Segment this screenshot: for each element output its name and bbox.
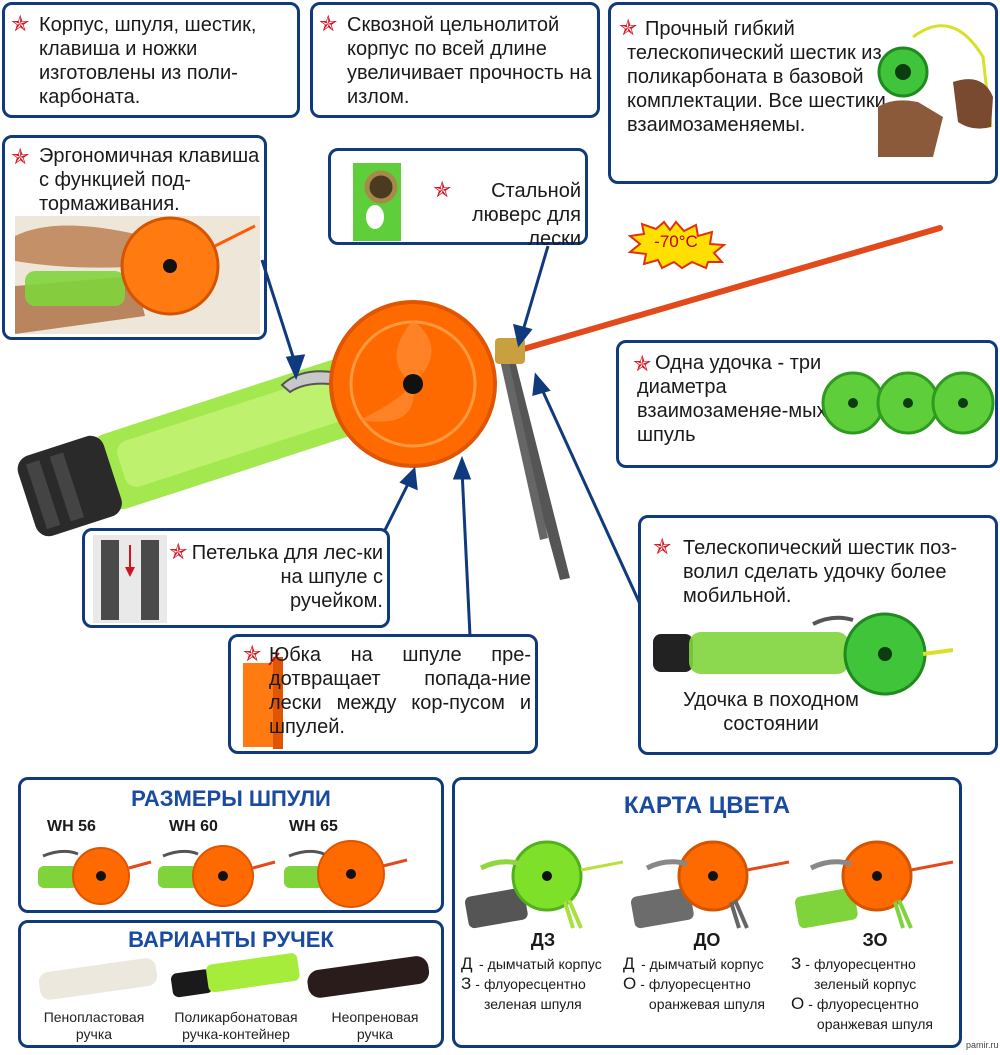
variant-code-do: ДО [693, 930, 721, 950]
temperature-badge [627, 220, 727, 270]
variant-reel-zo [794, 840, 954, 929]
size-label-3: WH 65 [289, 818, 338, 835]
variant-legend-do: Д-дымчатый корпус О-флуоресцентно оранже… [623, 954, 765, 1012]
color-map-title: КАРТА ЦВЕТА [623, 792, 791, 819]
skirt-photo [243, 652, 283, 749]
star-icon: ✯ [11, 144, 30, 169]
variant-legend-zo: З-флуоресцентно зеленый корпус О-флуорес… [791, 954, 933, 1032]
spool-sizes-title: РАЗМЕРЫ ШПУЛИ [131, 786, 331, 811]
callout-telescopic-text: Телескопический шестик поз-волил сделать… [683, 537, 958, 607]
eyelet-photo [353, 163, 401, 241]
container-handle-image [171, 953, 300, 998]
callout-spools-text: Одна удочка - три диаметра взаимозаменяе… [637, 352, 827, 446]
callout-brake: ✯ Эргономичная клавиша с функцией под-то… [2, 135, 267, 340]
fishing-rod-illustration [17, 225, 943, 637]
star-icon: ✯ [433, 177, 452, 202]
callout-rod-text: Прочный гибкий телескопический шестик из… [627, 18, 886, 136]
callout-eyelet-text: Стальной люверс для лески [471, 180, 581, 250]
rod-hands-photo [877, 24, 993, 157]
star-icon: ✯ [619, 15, 638, 40]
spool-sizes-panel: РАЗМЕРЫ ШПУЛИ WH 56 WH 60 WH 65 [18, 777, 444, 913]
size-reel-1 [38, 847, 152, 905]
size-reel-2 [158, 845, 276, 907]
temperature-label: -70°С [654, 232, 698, 251]
handle-caption-2: Поликарбонатовая ручка-контейнер [174, 1009, 298, 1042]
handle-variants-panel: ВАРИАНТЫ РУЧЕК Пенопластовая ручка Полик… [18, 920, 444, 1048]
star-icon: ✯ [633, 351, 652, 376]
color-map-panel: КАРТА ЦВЕТА ДЗ ДО ЗО Д-дымчатый корпус З… [452, 777, 962, 1048]
callout-rod: ✯ Прочный гибкий телескопический шестик … [608, 2, 998, 184]
callout-skirt: ✯ Юбка на шпуле пре-дотвращает попада-ни… [228, 634, 538, 754]
callout-eyelet: ✯ Стальной люверс для лески [328, 148, 588, 250]
foam-handle-image [38, 958, 158, 1000]
callout-material: ✯ Корпус, шпуля, шестик, клавиша и ножки… [2, 2, 300, 118]
callout-body: ✯ Сквозной цельнолитой корпус по всей дл… [310, 2, 600, 118]
star-icon: ✯ [243, 641, 262, 666]
size-reel-3 [284, 840, 408, 908]
handle-caption-1: Пенопластовая ручка [43, 1009, 145, 1042]
callout-material-text: Корпус, шпуля, шестик, клавиша и ножки и… [39, 14, 257, 108]
neoprene-handle-image [307, 956, 430, 998]
watermark: pamir.ru [966, 1040, 999, 1050]
variant-reel-dz [464, 840, 624, 929]
size-label-2: WH 60 [169, 818, 218, 835]
loop-photo [93, 535, 167, 623]
handle-caption-3: Неопреновая ручка [331, 1009, 419, 1042]
brake-finger-photo [15, 216, 260, 334]
variant-code-zo: ЗО [862, 930, 888, 950]
callout-brake-text: Эргономичная клавиша с функцией под-торм… [39, 145, 260, 215]
handle-variants-title: ВАРИАНТЫ РУЧЕК [128, 927, 334, 952]
callout-telescopic: ✯ Телескопический шестик поз-волил сдела… [638, 515, 998, 755]
star-icon: ✯ [653, 534, 672, 559]
callout-body-text: Сквозной цельнолитой корпус по всей длин… [347, 14, 592, 108]
star-icon: ✯ [169, 539, 188, 564]
variant-reel-do [630, 840, 790, 929]
variant-legend-dz: Д-дымчатый корпус З-флуоресцентно зелена… [461, 954, 602, 1012]
callout-loop-text: Петелька для лес-ки на шпуле с ручейком. [191, 542, 383, 612]
travel-rod-photo [653, 612, 954, 696]
star-icon: ✯ [319, 11, 338, 36]
callout-spools: ✯ Одна удочка - три диаметра взаимозамен… [616, 340, 998, 468]
size-label-1: WH 56 [47, 818, 96, 835]
callout-skirt-text: Юбка на шпуле пре-дотвращает попада-ние … [269, 644, 531, 738]
variant-code-dz: ДЗ [530, 930, 556, 950]
travel-caption: Удочка в походном состоянии [683, 689, 859, 735]
three-spools-photo [821, 371, 995, 435]
callout-loop: ✯ Петелька для лес-ки на шпуле с ручейко… [82, 528, 390, 628]
star-icon: ✯ [11, 11, 30, 36]
